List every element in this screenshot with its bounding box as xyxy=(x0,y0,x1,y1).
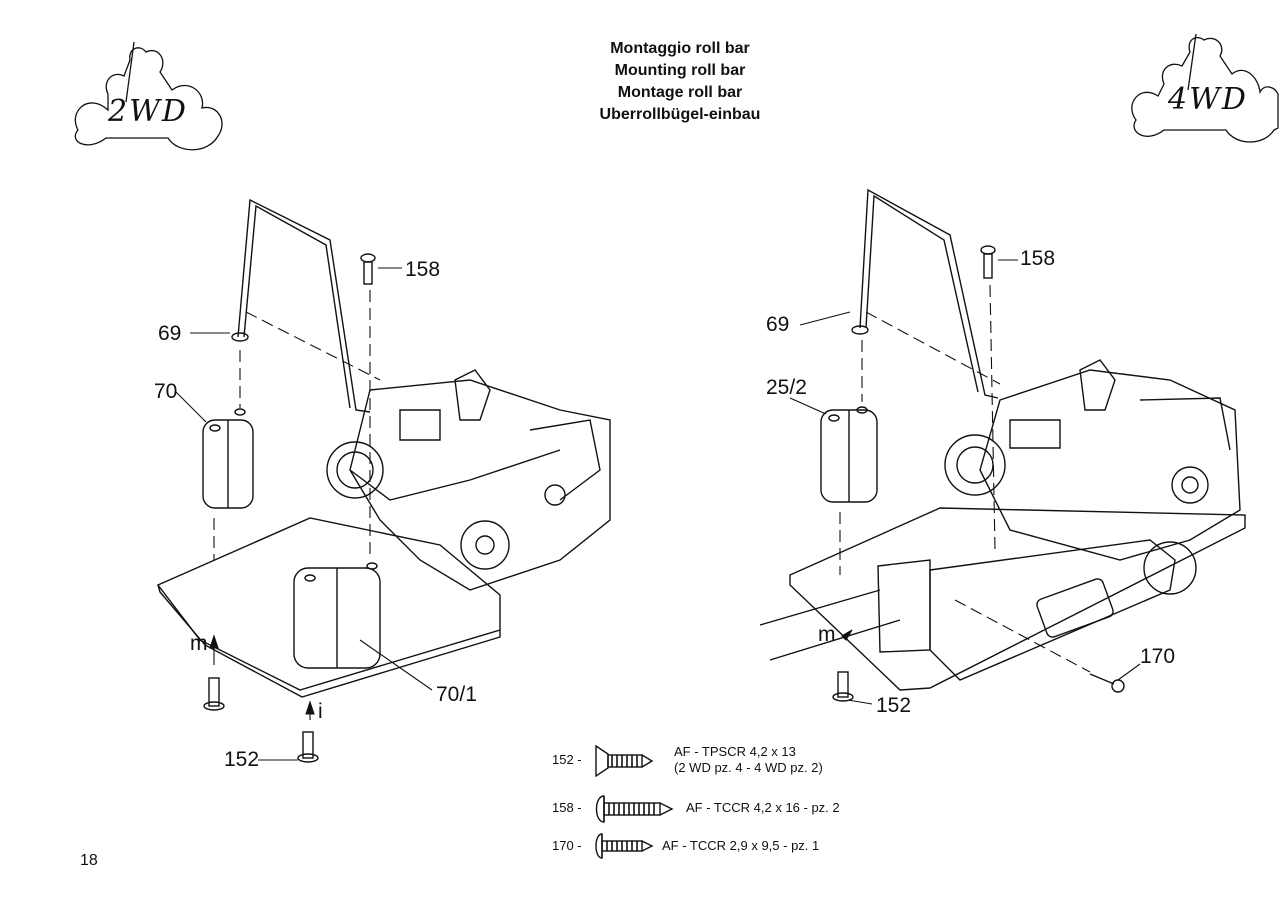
gearbox-housing-4wd xyxy=(979,369,1241,561)
gearbox-housing xyxy=(349,379,611,591)
screw-170-drawing xyxy=(1089,673,1115,685)
bone-icon xyxy=(74,41,223,151)
label-69-right: 69 xyxy=(766,313,790,336)
label-25-2: 25/2 xyxy=(766,376,807,399)
legend-code: 170 - xyxy=(552,838,582,853)
label-158-right: 158 xyxy=(1020,247,1056,270)
chassis-plate-4wd xyxy=(789,507,1246,691)
marker-m-left: m xyxy=(190,632,208,655)
label-152-left: 152 xyxy=(224,748,260,771)
badge-4wd: 4WD xyxy=(1128,33,1280,154)
roll-bar-4wd xyxy=(859,188,999,399)
legend-code: 158 - xyxy=(552,800,582,815)
legend-desc: AF - TCCR 4,2 x 16 - pz. 2 xyxy=(686,800,840,815)
pan-head-screw-icon xyxy=(595,795,674,823)
label-70: 70 xyxy=(154,380,178,403)
label-158-left: 158 xyxy=(405,258,441,281)
small-pan-screw-icon xyxy=(595,833,654,859)
label-70-1: 70/1 xyxy=(436,683,477,706)
spur-gear-4wd xyxy=(944,434,1006,496)
badge-4wd-label: 4WD xyxy=(1168,82,1248,117)
countersunk-screw-icon xyxy=(595,744,654,778)
legend-desc: AF - TPSCR 4,2 x 13 xyxy=(674,744,796,759)
title-english: Mounting roll bar xyxy=(614,62,746,79)
legend-code: 152 - xyxy=(552,752,582,767)
label-152-right: 152 xyxy=(876,694,912,717)
legend-row-170: 170 - AF - TCCR 2,9 x 9,5 - pz. 1 xyxy=(552,830,912,860)
marker-i: i xyxy=(318,700,323,723)
roll-bar xyxy=(237,198,371,413)
title-german: Uberrollbügel-einbau xyxy=(599,106,761,123)
page-title: Montaggio roll bar Mounting roll bar Mon… xyxy=(480,38,880,126)
legend-row-152: 152 - AF - TPSCR 4,2 x 13 (2 WD pz. 4 - … xyxy=(552,744,912,778)
belt-cover xyxy=(929,539,1176,681)
motor-pulley xyxy=(1143,541,1197,595)
legend-row-158: 158 - AF - TCCR 4,2 x 16 - pz. 2 xyxy=(552,792,912,823)
bone-icon xyxy=(1131,33,1279,143)
title-italian: Montaggio roll bar xyxy=(610,40,750,57)
badge-2wd: 2WD xyxy=(68,41,228,162)
badge-2wd-label: 2WD xyxy=(108,94,188,129)
spur-gear xyxy=(326,441,384,499)
label-69-left: 69 xyxy=(158,322,182,345)
marker-m-right: m xyxy=(818,623,836,646)
legend-desc: AF - TCCR 2,9 x 9,5 - pz. 1 xyxy=(662,838,820,853)
label-170: 170 xyxy=(1140,645,1176,668)
page-number: 18 xyxy=(80,852,98,869)
legend-desc-qty: (2 WD pz. 4 - 4 WD pz. 2) xyxy=(674,760,823,775)
title-french: Montage roll bar xyxy=(617,84,743,101)
